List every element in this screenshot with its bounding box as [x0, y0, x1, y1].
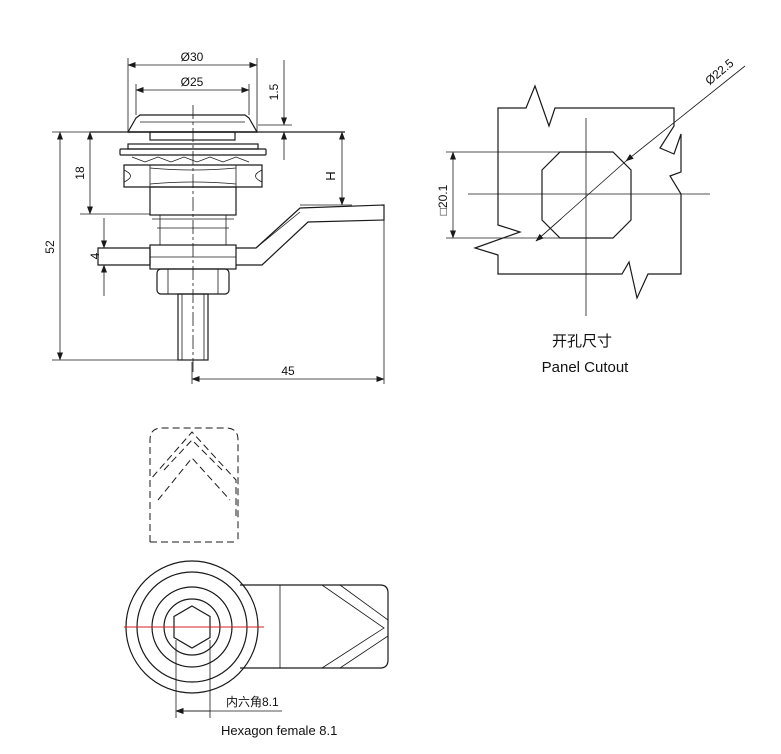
- cam-arm-plan: [240, 584, 389, 669]
- dim-d22-5: Ø22.5: [702, 56, 736, 88]
- bottom-view: 内六角8.1 Hexagon female 8.1: [124, 427, 389, 738]
- dim-45: 45: [281, 364, 295, 378]
- lock-cap: [126, 114, 259, 133]
- dim-18: 18: [73, 166, 87, 180]
- cutout-label-cn: 开孔尺寸: [552, 333, 612, 350]
- dim-d25: Ø25: [181, 75, 204, 89]
- cam-rotated-outline: [149, 427, 239, 542]
- panel-cutout-view: Ø22.5 □20.1 开孔尺寸 Panel Cutout: [436, 56, 746, 376]
- dim-d30: Ø30: [181, 50, 204, 64]
- dim-52: 52: [43, 240, 57, 254]
- dim-sq20-1: □20.1: [436, 184, 450, 215]
- hex-label-cn: 内六角8.1: [226, 695, 279, 709]
- cam-arm: [97, 247, 151, 266]
- hex-nut: [123, 164, 263, 188]
- panel-outline: [473, 84, 682, 300]
- hex-label-en: Hexagon female 8.1: [221, 723, 337, 738]
- side-view: [90, 105, 385, 372]
- cutout-hole: [541, 151, 632, 239]
- cutout-label-en: Panel Cutout: [542, 359, 630, 376]
- side-view-dimensions: Ø30 Ø25 1.5 18 52 4 H 45: [43, 50, 385, 384]
- dim-1-5: 1.5: [267, 83, 281, 100]
- hex-socket: [173, 605, 211, 649]
- spindle: [177, 293, 209, 361]
- dim-4: 4: [88, 252, 102, 259]
- dim-h: H: [323, 171, 338, 180]
